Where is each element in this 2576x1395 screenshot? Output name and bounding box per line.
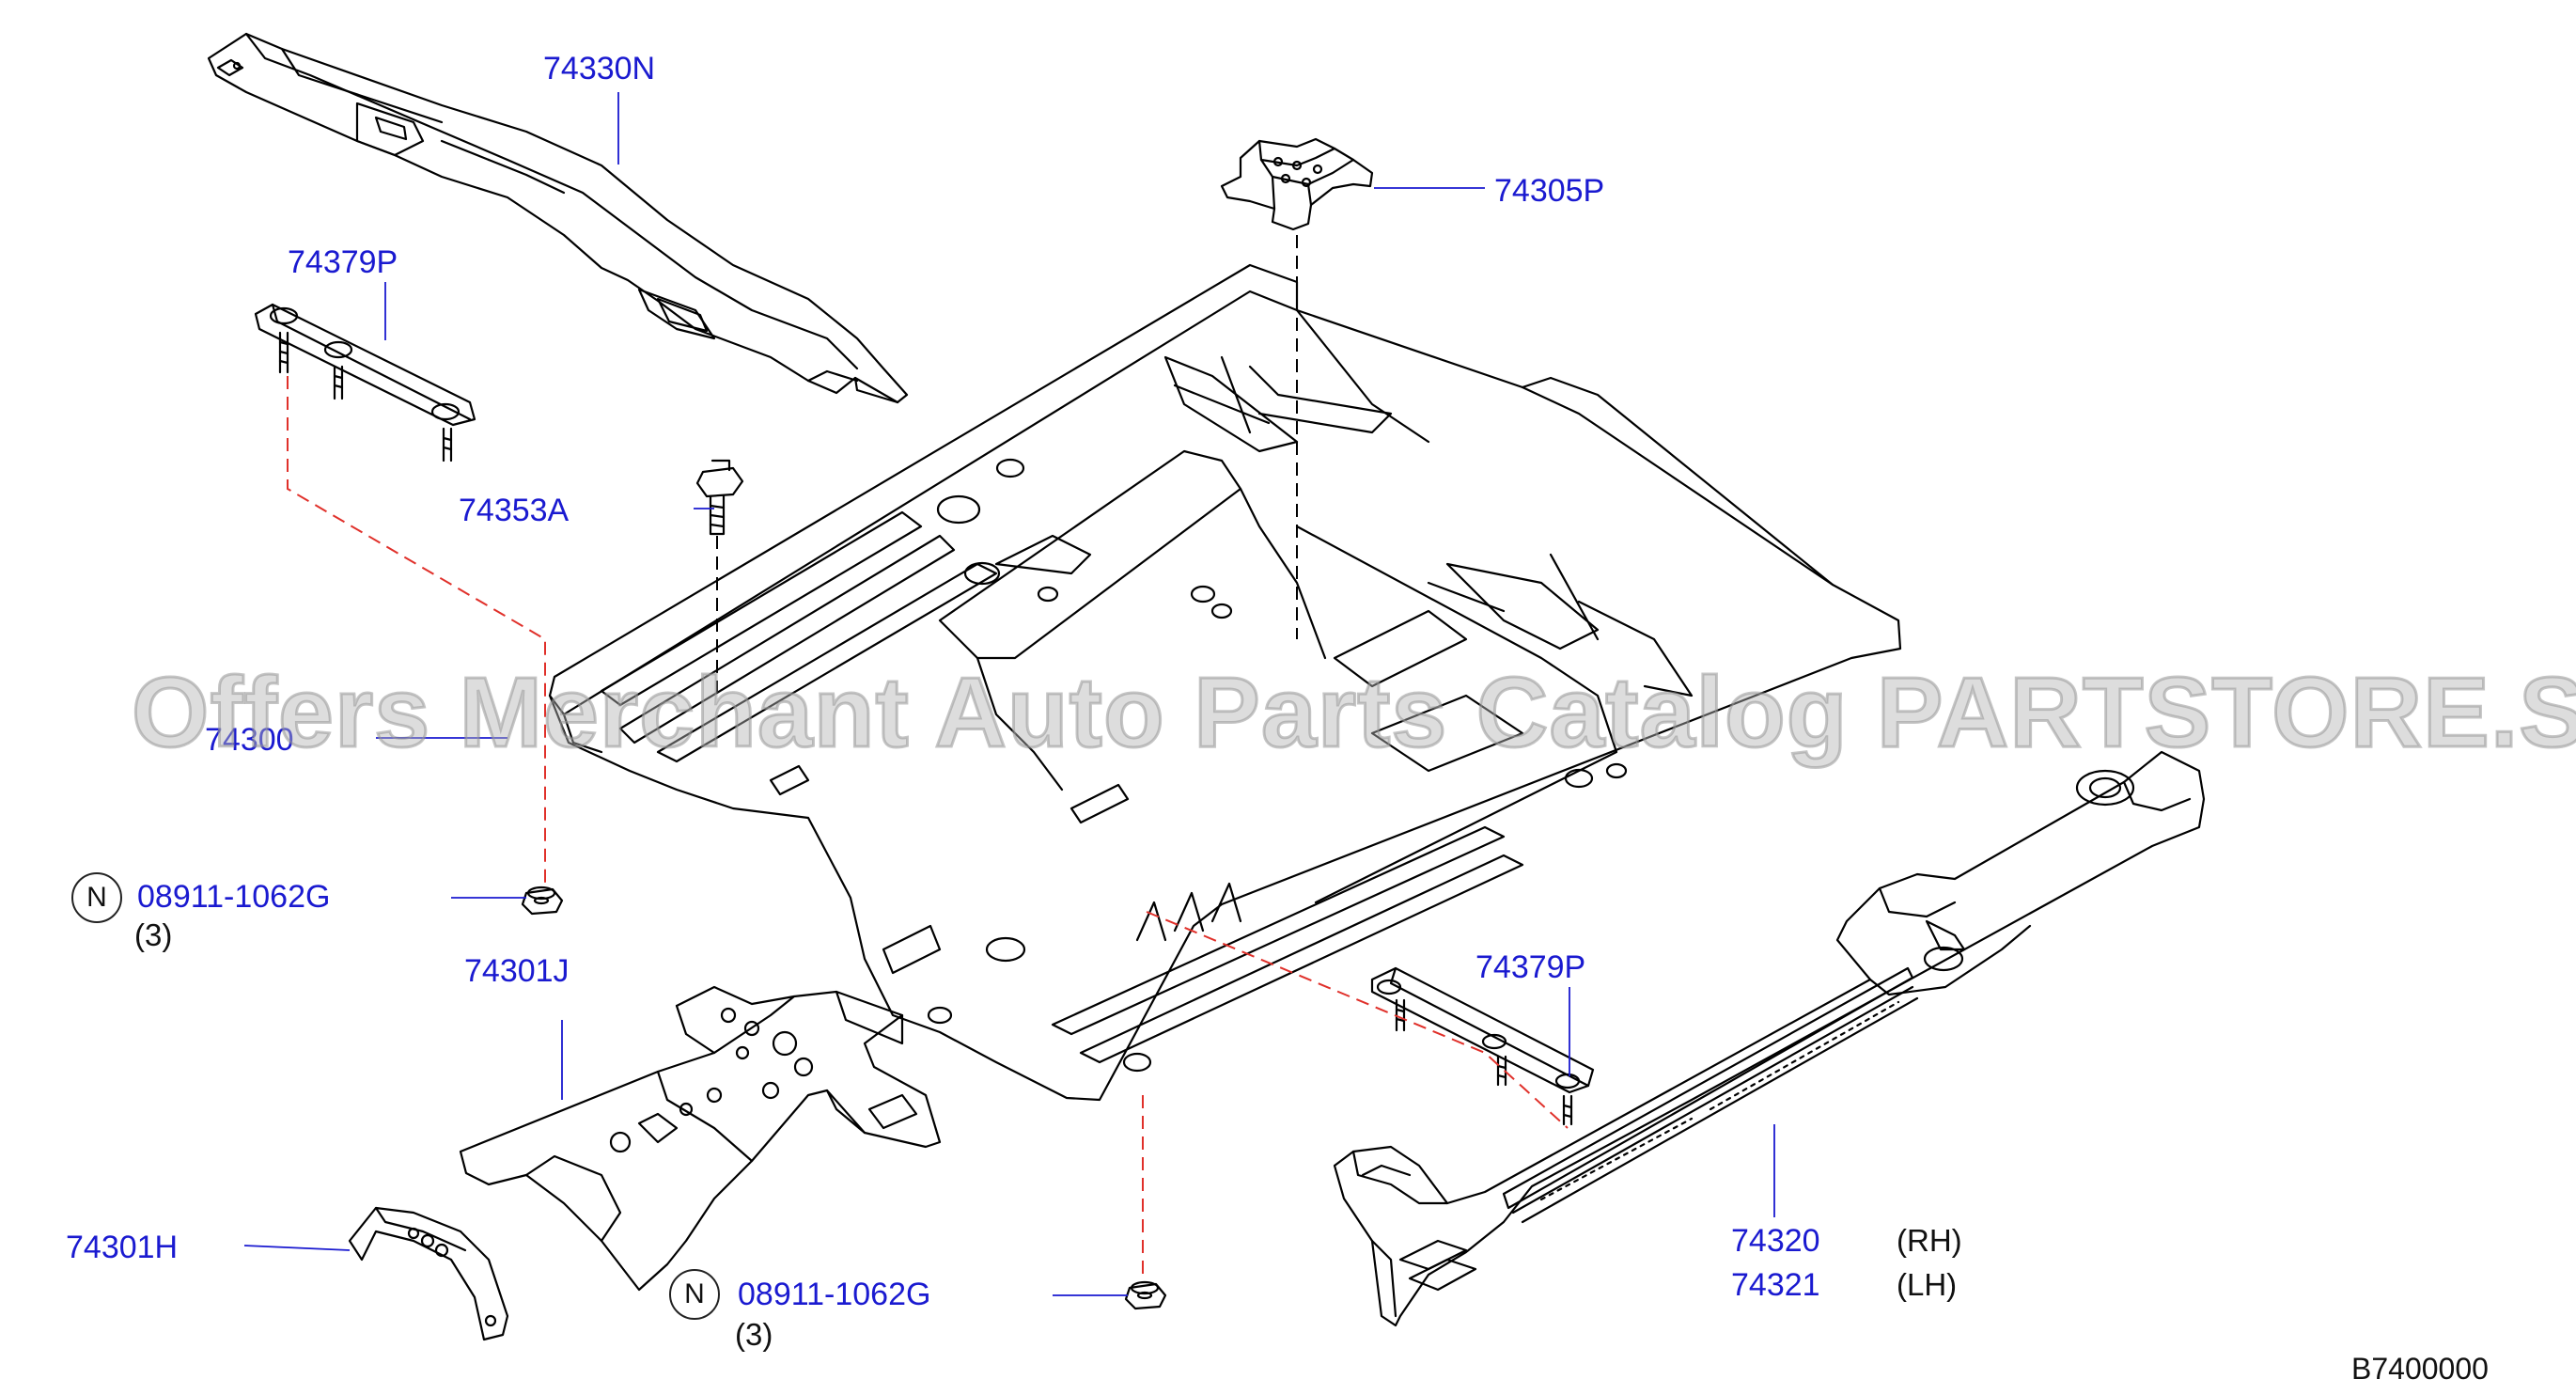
part-74379P-bottom-bracket[interactable]	[1370, 966, 1595, 1126]
label-74305P[interactable]: 74305P	[1494, 173, 1605, 209]
label-74379P-bottom[interactable]: 74379P	[1475, 949, 1586, 985]
qty-a: (3)	[134, 917, 173, 952]
qty-b: (3)	[735, 1317, 773, 1352]
n-badge-2: N	[669, 1269, 720, 1320]
part-74330N-rail[interactable]	[207, 32, 909, 404]
label-74330N[interactable]: 74330N	[543, 51, 656, 86]
part-74353A-bolt[interactable]	[695, 459, 744, 536]
part-74301J-crossmember[interactable]	[459, 985, 942, 1292]
label-08911-1062G-a[interactable]: 08911-1062G	[137, 879, 331, 915]
part-nut-top[interactable]	[521, 886, 564, 916]
part-74305P-bracket[interactable]	[1220, 137, 1374, 231]
part-74320-side-sill[interactable]	[1333, 750, 2206, 1327]
label-74379P-top[interactable]: 74379P	[288, 244, 398, 280]
watermark-text: Offers Merchant Auto Parts Catalog PARTS…	[131, 657, 2576, 768]
part-nut-bottom[interactable]	[1124, 1280, 1167, 1310]
part-74379P-top-bracket[interactable]	[254, 303, 476, 462]
diagram-code: B7400000	[2351, 1352, 2489, 1386]
label-74321[interactable]: 74321	[1731, 1267, 1820, 1303]
leader-lines	[243, 92, 1775, 1296]
label-74301H[interactable]: 74301H	[66, 1230, 179, 1265]
label-74301J[interactable]: 74301J	[464, 953, 570, 989]
label-74353A[interactable]: 74353A	[459, 493, 570, 528]
label-lh: (LH)	[1897, 1267, 1958, 1302]
part-74301H-bracket[interactable]	[348, 1206, 509, 1341]
assembly-dashed-lines	[287, 235, 1569, 1280]
label-rh: (RH)	[1897, 1223, 1962, 1258]
label-74320[interactable]: 74320	[1731, 1223, 1820, 1259]
label-08911-1062G-b[interactable]: 08911-1062G	[738, 1277, 931, 1312]
part-74300-floor-panel[interactable]	[548, 263, 1902, 1102]
n-badge-1: N	[71, 872, 122, 923]
label-74300[interactable]: 74300	[205, 722, 294, 758]
